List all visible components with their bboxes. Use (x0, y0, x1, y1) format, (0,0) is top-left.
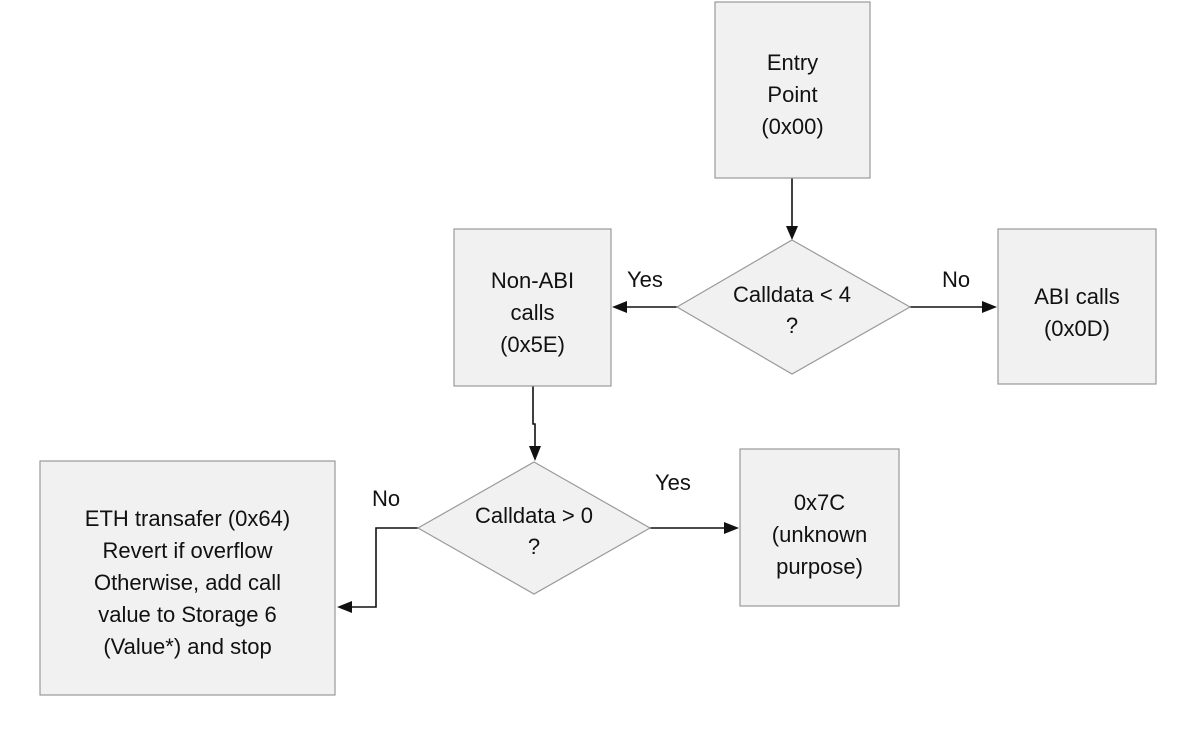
unknown-line-1: 0x7C (794, 490, 845, 515)
entry-point-line-1: Entry (767, 50, 818, 75)
calldata-lt4-line-2: ? (786, 313, 798, 338)
non-abi-line-3: (0x5E) (500, 332, 565, 357)
calldata-lt4-decision: Calldata < 4 ? (675, 239, 912, 375)
non-abi-line-1: Non-ABI (491, 268, 574, 293)
eth-transfer-line-4: value to Storage 6 (98, 602, 277, 627)
edge-calldata-gt0-to-eth-transfer (337, 527, 419, 613)
calldata-gt0-line-2: ? (528, 534, 540, 559)
eth-transfer-line-5: (Value*) and stop (103, 634, 271, 659)
edge-label-gt0-yes: Yes (655, 470, 691, 495)
entry-point-node: Entry Point (0x00) (714, 1, 871, 179)
edge-calldata-lt4-to-abi (908, 301, 997, 313)
non-abi-line-2: calls (510, 300, 554, 325)
abi-line-2: (0x0D) (1044, 316, 1110, 341)
edge-entry-to-calldata-lt4 (786, 178, 798, 240)
eth-transfer-node: ETH transafer (0x64) Revert if overflow … (39, 460, 336, 696)
abi-line-1: ABI calls (1034, 284, 1120, 309)
edge-non-abi-to-calldata-gt0 (529, 386, 541, 461)
edge-label-gt0-no: No (372, 486, 400, 511)
edge-label-lt4-no: No (942, 267, 970, 292)
eth-transfer-line-2: Revert if overflow (103, 538, 273, 563)
eth-transfer-line-3: Otherwise, add call (94, 570, 281, 595)
non-abi-calls-node: Non-ABI calls (0x5E) (453, 228, 612, 387)
calldata-lt4-line-1: Calldata < 4 (733, 282, 851, 307)
edge-calldata-gt0-to-unknown (648, 522, 739, 534)
unknown-purpose-node: 0x7C (unknown purpose) (739, 448, 900, 607)
calldata-gt0-line-1: Calldata > 0 (475, 503, 593, 528)
unknown-line-3: purpose) (776, 554, 863, 579)
eth-transfer-line-1: ETH transafer (0x64) (85, 506, 290, 531)
unknown-line-2: (unknown (772, 522, 867, 547)
abi-calls-node: ABI calls (0x0D) (997, 228, 1157, 385)
calldata-gt0-decision: Calldata > 0 ? (416, 461, 652, 595)
entry-point-line-2: Point (767, 82, 817, 107)
edge-label-lt4-yes: Yes (627, 267, 663, 292)
entry-point-line-3: (0x00) (761, 114, 823, 139)
edge-calldata-lt4-to-non-abi (612, 301, 678, 313)
